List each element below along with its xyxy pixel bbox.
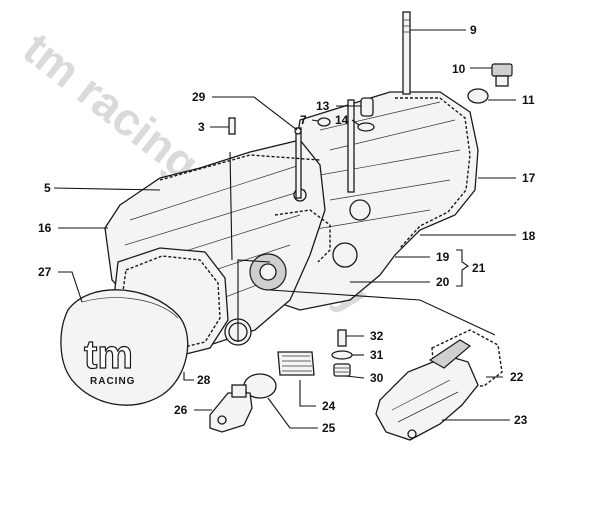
part-30-screw	[333, 363, 351, 377]
callout-5: 5	[44, 181, 51, 195]
part-31-washer	[331, 350, 353, 360]
callout-17: 17	[522, 171, 536, 185]
part-7-pin	[317, 117, 331, 127]
tm-racing-logo: tm RACING	[83, 332, 135, 387]
part-14-oring	[357, 122, 375, 132]
part-11-washer	[467, 88, 489, 104]
callout-28: 28	[197, 373, 211, 387]
callout-3: 3	[198, 120, 205, 134]
callout-11: 11	[522, 93, 535, 107]
callout-9: 9	[470, 23, 477, 37]
callout-32: 32	[370, 329, 384, 343]
part-23-pump-cover	[375, 339, 479, 441]
callout-18: 18	[522, 229, 536, 243]
callout-14: 14	[335, 113, 349, 127]
part-24-filter	[277, 351, 315, 376]
callout-7: 7	[300, 113, 307, 127]
callout-25: 25	[322, 421, 336, 435]
part-27-ignition-cover: tm RACING	[60, 289, 189, 406]
callout-26: 26	[174, 403, 188, 417]
callout-10: 10	[452, 62, 466, 76]
callout-31: 31	[370, 348, 384, 362]
callout-16: 16	[38, 221, 52, 235]
callout-29: 29	[192, 90, 206, 104]
part-9-stud	[402, 11, 411, 95]
part-3-dowel	[228, 117, 236, 135]
callout-21: 21	[472, 261, 486, 275]
callout-23: 23	[514, 413, 528, 427]
logo-subtitle: RACING	[90, 376, 135, 387]
callout-22: 22	[510, 370, 524, 384]
callout-19: 19	[436, 250, 450, 264]
crankcase-assembly	[104, 91, 479, 359]
logo-mark: tm	[84, 333, 133, 377]
part-13-bush	[360, 97, 374, 117]
part-26-housing	[209, 384, 253, 433]
leader-lines	[53, 29, 516, 429]
callout-27: 27	[38, 265, 52, 279]
callout-24: 24	[322, 399, 336, 413]
part-10-plug	[491, 63, 513, 87]
callout-13: 13	[316, 99, 330, 113]
callout-30: 30	[370, 371, 384, 385]
part-22-gasket	[431, 329, 503, 387]
callout-20: 20	[436, 275, 450, 289]
callout-labels: 9 10 11 13 7 14 3 29 5 16 17 18 19 20 21…	[38, 23, 536, 435]
part-32-bolt	[337, 329, 347, 347]
